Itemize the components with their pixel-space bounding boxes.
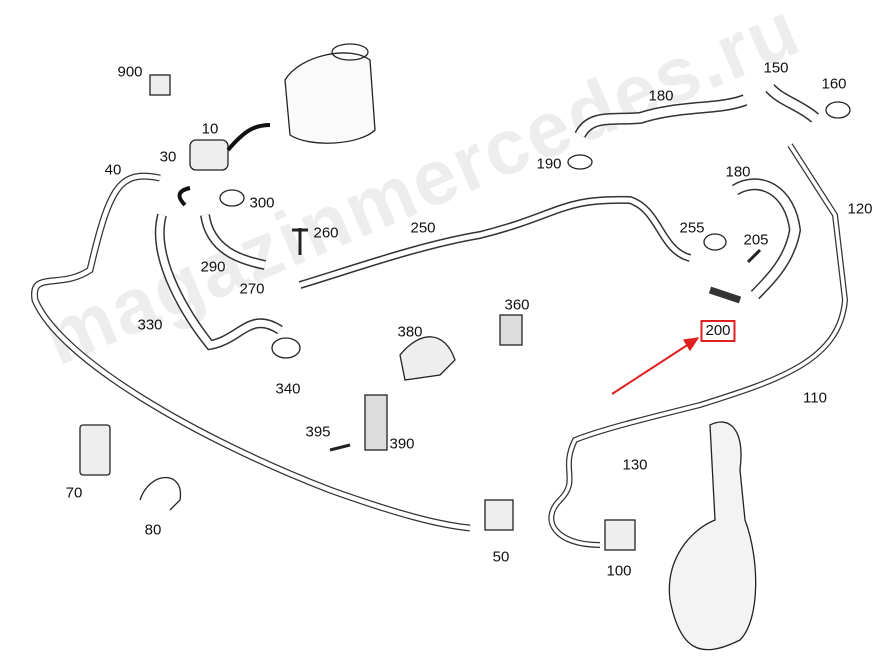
- part-80-shape: [139, 476, 182, 511]
- bolt-395: [329, 443, 351, 452]
- part-label-255[interactable]: 255: [679, 219, 705, 237]
- part-label-390[interactable]: 390: [389, 435, 415, 453]
- part-390-shape: [364, 394, 388, 451]
- part-label-70[interactable]: 70: [65, 484, 83, 502]
- part-label-900[interactable]: 900: [117, 63, 143, 81]
- part-label-270[interactable]: 270: [239, 280, 265, 298]
- bolt-260: [292, 228, 308, 255]
- part-900-shape: [149, 74, 171, 96]
- part-label-260[interactable]: 260: [313, 224, 339, 242]
- part-label-340[interactable]: 340: [275, 380, 301, 398]
- part-label-80[interactable]: 80: [144, 521, 162, 539]
- part-label-200-highlighted[interactable]: 200: [700, 320, 736, 342]
- part-label-30[interactable]: 30: [159, 148, 177, 166]
- expansion-tank: [284, 52, 376, 144]
- part-360-shape: [499, 314, 523, 346]
- part-label-40[interactable]: 40: [104, 161, 122, 179]
- clamp-190: [567, 154, 593, 170]
- clamp-160: [825, 101, 851, 119]
- clamp-340: [271, 337, 301, 359]
- part-label-180-lower[interactable]: 180: [725, 163, 751, 181]
- part-label-205[interactable]: 205: [743, 231, 769, 249]
- part-label-110[interactable]: 110: [803, 389, 827, 407]
- part-label-290[interactable]: 290: [200, 258, 226, 276]
- part-70-shape: [79, 424, 111, 476]
- pump-10: [189, 139, 229, 171]
- part-label-100[interactable]: 100: [606, 562, 632, 580]
- part-label-250[interactable]: 250: [410, 219, 436, 237]
- part-label-380[interactable]: 380: [397, 323, 423, 341]
- part-label-300[interactable]: 300: [249, 194, 275, 212]
- bolt-205: [746, 248, 762, 264]
- part-label-120[interactable]: 120: [847, 200, 873, 218]
- part-380-shape: [399, 336, 456, 381]
- pointer-arrow: [611, 341, 693, 395]
- part-label-130[interactable]: 130: [622, 456, 648, 474]
- part-label-10[interactable]: 10: [201, 120, 219, 138]
- part-200-shape: [708, 286, 742, 304]
- part-label-360[interactable]: 360: [504, 296, 530, 314]
- part-50-shape: [484, 499, 514, 531]
- part-label-190[interactable]: 190: [536, 155, 562, 173]
- part-label-150[interactable]: 150: [763, 59, 789, 77]
- part-label-330[interactable]: 330: [137, 316, 163, 334]
- part-label-395[interactable]: 395: [305, 423, 331, 441]
- pipe-110: [548, 143, 849, 548]
- part-label-180-top[interactable]: 180: [648, 87, 674, 105]
- part-100-shape: [604, 519, 636, 551]
- part-label-50[interactable]: 50: [492, 548, 510, 566]
- clamp-255: [703, 233, 727, 251]
- part-label-160[interactable]: 160: [821, 75, 847, 93]
- washer-reservoir: [668, 421, 757, 651]
- clamp-300: [219, 189, 245, 207]
- pipe-250: [298, 195, 692, 289]
